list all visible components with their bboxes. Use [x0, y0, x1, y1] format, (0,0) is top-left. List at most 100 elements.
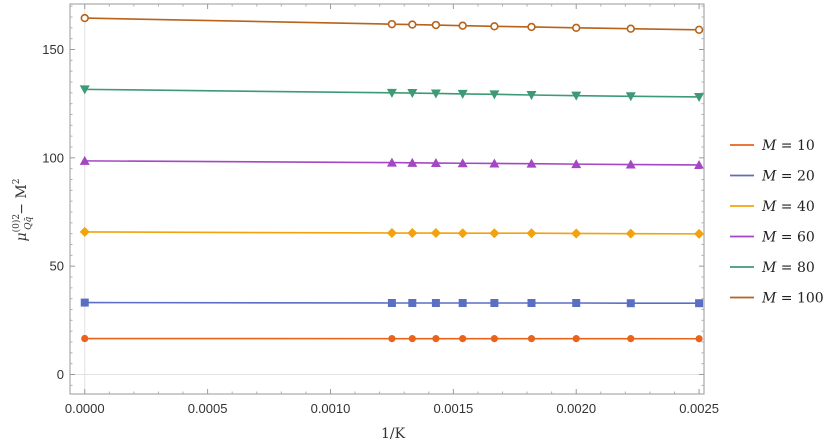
data-point [431, 299, 440, 307]
data-point [79, 155, 90, 165]
data-point [526, 158, 537, 168]
data-point [626, 24, 635, 33]
x-tick-label: 0.0020 [556, 401, 596, 416]
data-point [527, 335, 536, 343]
data-point [457, 228, 468, 239]
data-point [80, 298, 89, 307]
y-tick-label: 150 [42, 42, 64, 57]
data-point [458, 21, 467, 30]
x-tick-label: 0.0000 [65, 401, 105, 416]
series-line [84, 88, 700, 98]
data-point [572, 23, 581, 33]
data-point [625, 92, 636, 102]
data-point [81, 334, 89, 343]
y-label-sup: (0)2 [11, 214, 22, 232]
legend-label: M = 20 [761, 169, 815, 185]
plot-border [69, 3, 705, 395]
data-point [407, 89, 418, 99]
x-tick-label: 0.0005 [188, 401, 228, 416]
y-label-rest: − M [14, 184, 30, 215]
data-point [526, 91, 537, 100]
series-line [84, 301, 700, 305]
data-point [625, 228, 636, 239]
data-point [387, 299, 396, 307]
series-m-80 [79, 85, 705, 102]
data-point [388, 335, 396, 343]
series-line [84, 231, 700, 235]
x-axis-label: 1/K [381, 426, 406, 442]
svg-text:μ(0)2Qq̄− M2: μ(0)2Qq̄ − M2 [11, 179, 34, 242]
data-point [490, 299, 499, 307]
legend-label: M = 100 [761, 291, 824, 307]
series-m-20 [80, 298, 704, 308]
data-point [694, 228, 705, 239]
data-point [526, 228, 537, 239]
y-tick-label: 0 [57, 367, 64, 382]
data-point [695, 335, 703, 343]
data-point [408, 335, 416, 343]
data-point [408, 299, 417, 307]
series-group [79, 13, 705, 343]
data-point [571, 91, 582, 101]
y-tick-label: 50 [50, 259, 64, 274]
data-point [626, 299, 635, 308]
legend-label: M = 60 [761, 230, 815, 246]
data-point [408, 20, 417, 29]
series-line [84, 160, 700, 166]
data-point [694, 92, 705, 102]
series-m-100 [80, 13, 704, 34]
data-point [489, 228, 500, 239]
data-point [432, 335, 440, 343]
data-point [386, 157, 397, 167]
data-point [386, 88, 397, 98]
legend-label: M = 80 [761, 260, 815, 276]
grid [70, 4, 704, 394]
legend-label: M = 40 [761, 199, 815, 215]
data-point [571, 159, 582, 169]
series-line [84, 17, 700, 31]
data-point [457, 89, 468, 99]
data-point [527, 22, 536, 32]
data-point [386, 228, 397, 239]
legend-label: M = 10 [761, 138, 815, 154]
y-tick-label: 100 [42, 150, 64, 165]
plot-frame [69, 3, 705, 395]
data-point [490, 335, 498, 343]
series-m-40 [79, 226, 705, 239]
data-point [527, 299, 536, 307]
x-tick-label: 0.0025 [679, 401, 719, 416]
data-point [489, 158, 500, 168]
data-point [572, 335, 580, 343]
y-label-mu: μ [14, 232, 30, 241]
legend: M = 10 M = 20 M = 40 M = 60 M = 80 M = 100 [730, 138, 824, 307]
data-point [407, 157, 418, 167]
data-point [457, 158, 468, 168]
data-point [571, 228, 582, 239]
data-point [572, 299, 581, 307]
data-point [79, 85, 90, 95]
data-point [627, 335, 635, 343]
data-point [79, 226, 90, 237]
data-point [625, 159, 636, 169]
y-axis-ticks: 0 50 100 150 [42, 5, 704, 386]
data-point [459, 335, 467, 343]
data-point [387, 19, 397, 29]
data-point [430, 89, 441, 99]
data-point [430, 158, 441, 168]
data-point [407, 228, 418, 239]
series-m-10 [81, 334, 703, 343]
x-tick-label: 0.0010 [311, 401, 351, 416]
data-point [694, 159, 705, 169]
series-m-60 [79, 155, 705, 169]
data-point [431, 20, 441, 30]
data-point [80, 13, 89, 23]
y-label-rest-sup: 2 [12, 179, 22, 185]
data-point [489, 90, 500, 100]
data-point [430, 228, 441, 239]
data-point [458, 299, 467, 307]
y-label-sub: Qq̄ [24, 217, 34, 230]
